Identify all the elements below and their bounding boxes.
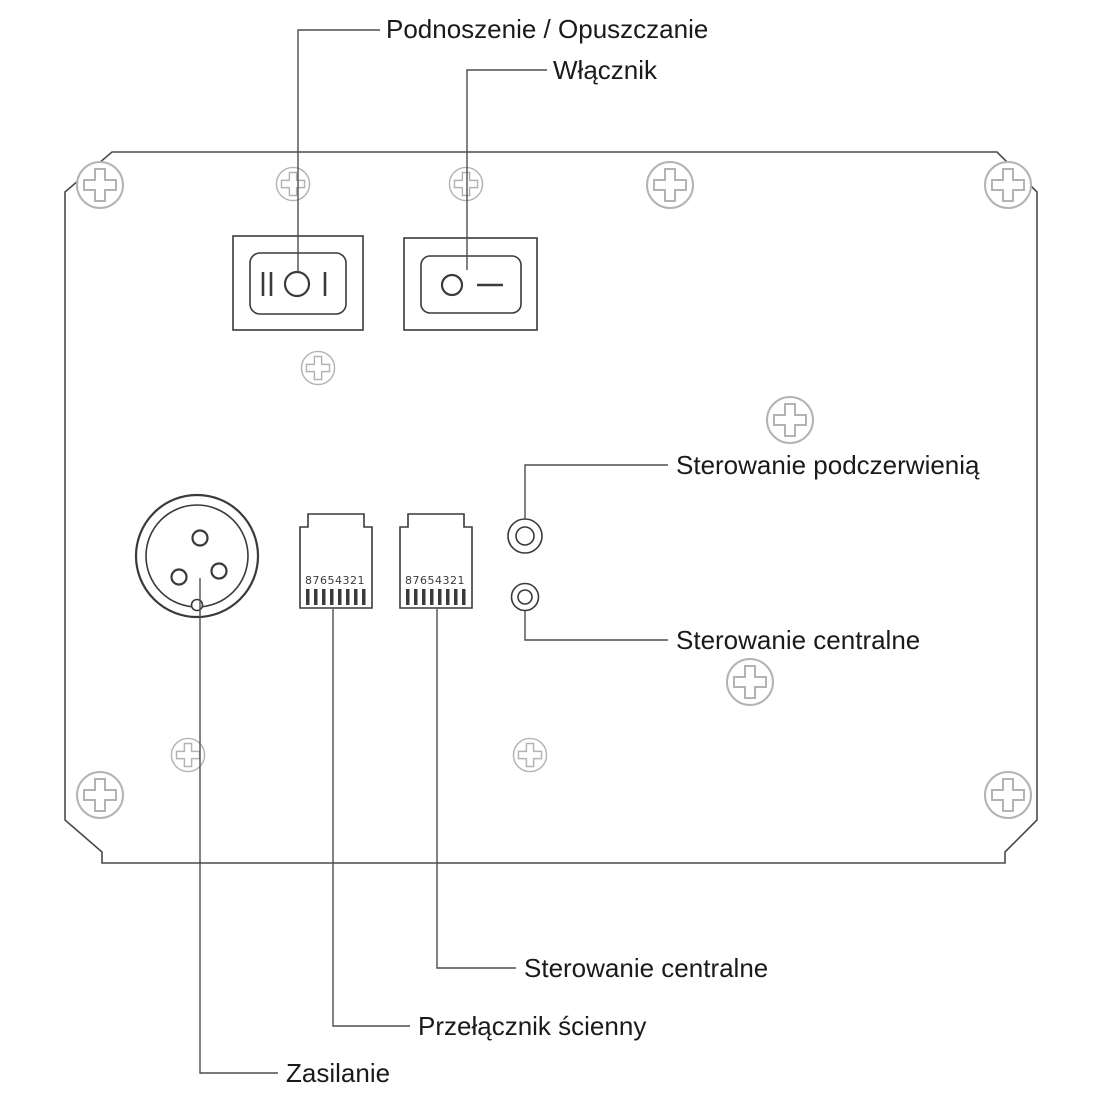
connector-pin xyxy=(210,562,228,580)
label-wall-switch: Przełącznik ścienny xyxy=(418,1011,646,1041)
label-central-right: Sterowanie centralne xyxy=(676,625,920,655)
switch-button xyxy=(283,270,311,298)
screw-icon xyxy=(766,396,814,444)
leader-line-power-switch xyxy=(466,69,547,270)
screw-icon xyxy=(726,658,774,706)
central-control-jack xyxy=(510,582,540,612)
leader-line-central-bottom xyxy=(436,609,516,969)
screw-icon xyxy=(300,350,336,386)
screw-icon xyxy=(984,161,1032,209)
rj45-port-central-control: 87654321 xyxy=(399,513,473,609)
power-connector-xlr xyxy=(134,493,260,619)
label-power-supply: Zasilanie xyxy=(286,1058,390,1088)
label-lift: Podnoszenie / Opuszczanie xyxy=(386,14,708,44)
connector-pin xyxy=(191,529,209,547)
label-central-bottom: Sterowanie centralne xyxy=(524,953,768,983)
leader-line-central-right xyxy=(524,611,668,641)
connector-key-notch xyxy=(190,598,204,612)
label-infrared: Sterowanie podczerwienią xyxy=(676,450,980,480)
screw-icon xyxy=(76,161,124,209)
rj45-port-wall-switch: 87654321 xyxy=(299,513,373,609)
screw-icon xyxy=(984,771,1032,819)
power-rocker-switch xyxy=(403,237,538,331)
rj45-pin-numbers: 87654321 xyxy=(405,574,465,587)
rj45-contacts xyxy=(306,589,366,605)
switch-position-marks xyxy=(261,272,327,296)
screw-icon xyxy=(512,737,548,773)
screw-icon xyxy=(646,161,694,209)
leader-line-lift xyxy=(297,29,380,272)
rj45-contacts xyxy=(406,589,466,605)
rj45-pin-numbers: 87654321 xyxy=(305,574,365,587)
leader-line-wall-switch xyxy=(332,609,410,1027)
screw-icon xyxy=(448,166,484,202)
screw-icon xyxy=(275,166,311,202)
switch-off-mark xyxy=(440,273,464,297)
lift-rocker-switch xyxy=(232,235,364,331)
screw-icon xyxy=(76,771,124,819)
connector-pin xyxy=(170,568,188,586)
leader-line-infrared xyxy=(524,464,668,519)
infrared-jack xyxy=(507,518,543,554)
label-power-switch: Włącznik xyxy=(553,55,658,85)
leader-line-power-supply xyxy=(199,578,278,1074)
